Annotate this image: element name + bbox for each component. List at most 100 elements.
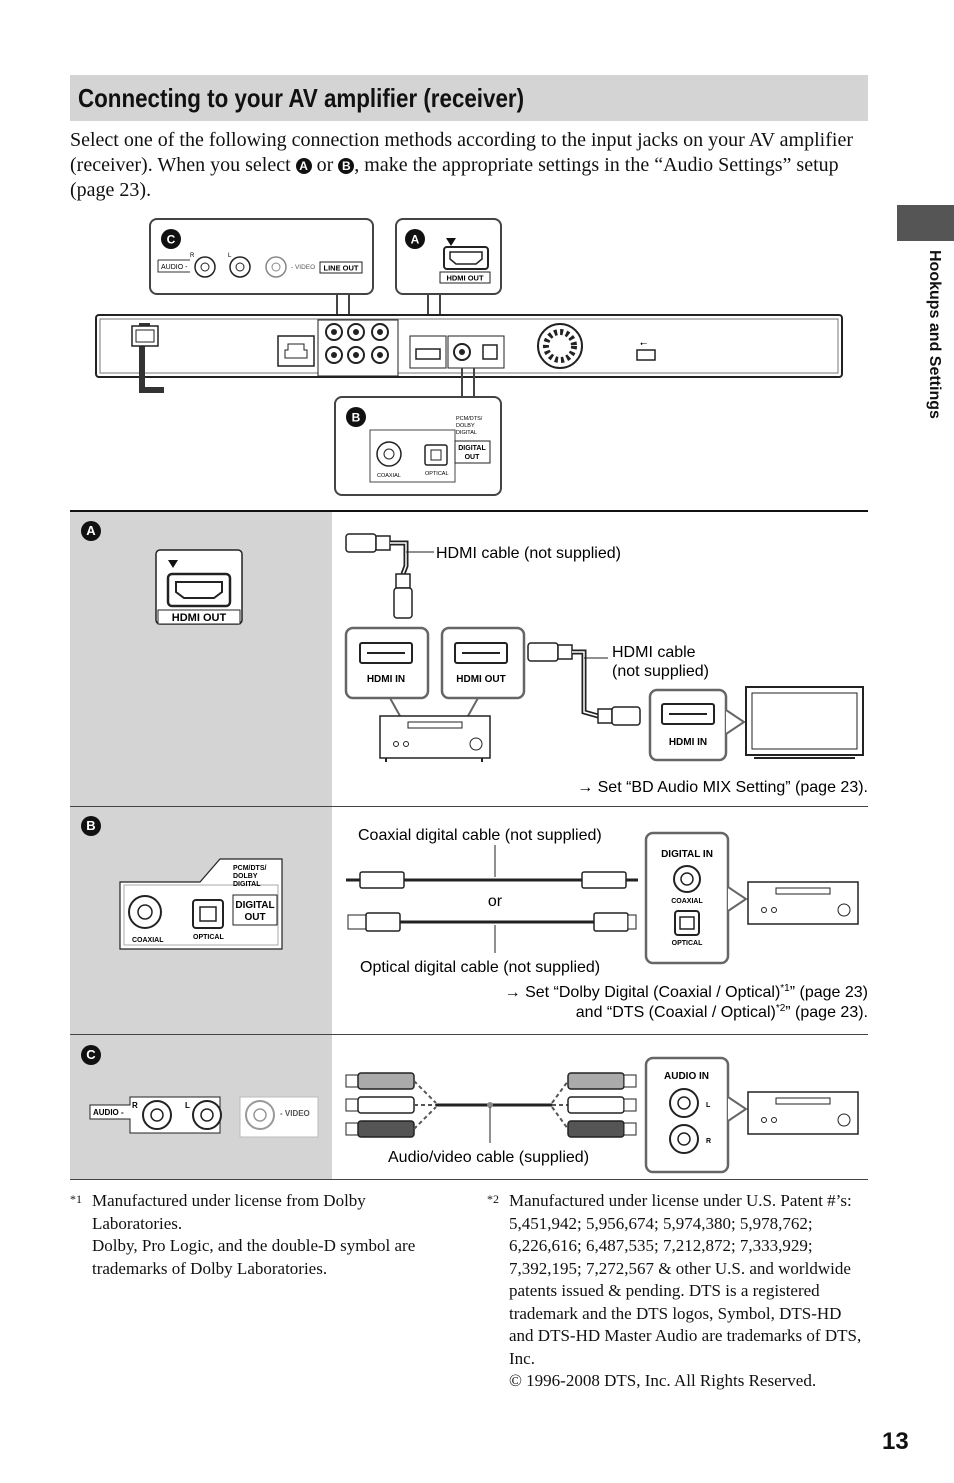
footnote-1-text: Manufactured under license from Dolby La… <box>92 1191 416 1278</box>
row-b-note-line2: and “DTS (Coaxial / Optical)*2” (page 23… <box>576 1003 868 1021</box>
rca-plug-white-right-icon <box>567 1096 625 1114</box>
callout-c-marker <box>161 229 181 249</box>
amp-coaxial-label: COAXIAL <box>671 898 703 905</box>
callout-c-box <box>149 218 374 295</box>
row-c-cable-label: Audio/video cable (supplied) <box>388 1149 589 1166</box>
hdmi-out-label-box <box>439 271 491 284</box>
page-title: Connecting to your AV amplifier (receive… <box>78 83 525 113</box>
row-a-cable2-line2: (not supplied) <box>612 663 709 680</box>
row-b-dolby: DOLBY <box>233 873 258 880</box>
amp-optical-label: OPTICAL <box>672 940 703 947</box>
row-a-marker: A <box>81 521 101 541</box>
row-b-digital: DIGITAL <box>233 881 261 888</box>
callout-b-digital: DIGITAL <box>456 430 477 436</box>
row-b-optical: OPTICAL <box>193 934 224 941</box>
callout-c-l: L <box>228 253 232 259</box>
amp-digital-in-label: DIGITAL IN <box>661 849 713 860</box>
row-a-cable1-label: HDMI cable (not supplied) <box>436 545 621 562</box>
title-bar: Connecting to your AV amplifier (receive… <box>70 75 868 121</box>
row-b-digital-out-1: DIGITAL <box>235 900 274 911</box>
amp-audio-l-label: L <box>706 1102 711 1109</box>
row-b-digital-out-2: OUT <box>244 912 265 923</box>
rca-plug-white-left-icon <box>357 1096 415 1114</box>
amp-audio-r-label: R <box>706 1138 711 1145</box>
callout-a-marker <box>405 229 425 249</box>
callout-b-optical: OPTICAL <box>425 471 449 477</box>
rca-plug-red-right-icon <box>567 1120 625 1138</box>
row-c-r: R <box>132 1101 138 1110</box>
footnote-2-mark: *2 <box>487 1192 499 1206</box>
callout-b-dolby: DOLBY <box>456 423 475 429</box>
row-b-divider <box>70 1034 868 1035</box>
row-b-digital-out-box <box>232 894 278 926</box>
row-a-hdmi-out-label: HDMI OUT <box>172 612 227 624</box>
intro-text-2: , make the appropriate settings in the “… <box>70 154 839 201</box>
callout-b-pcm: PCM/DTS/ <box>456 416 483 422</box>
row-b-marker: B <box>81 816 101 836</box>
coax-plug-left-icon <box>359 871 405 889</box>
line-out-label-box <box>319 261 363 274</box>
callout-a-arrow-icon <box>446 238 456 246</box>
hdmi-plug-tv-side-icon <box>611 706 641 726</box>
side-tab-marker <box>897 205 954 241</box>
callout-a-hdmi-out: HDMI OUT <box>446 274 483 283</box>
table-bottom-rule <box>70 1179 868 1180</box>
audio-label-frame <box>157 259 190 273</box>
callout-b-letter: B <box>352 411 361 425</box>
hdmi-plug-top-icon <box>345 533 377 553</box>
page-number: 13 <box>882 1428 909 1455</box>
hdmi-plug-amp-side-icon <box>527 642 559 662</box>
row-a-hdmi-socket-icon <box>166 572 232 608</box>
row-b-coaxial: COAXIAL <box>132 937 164 944</box>
amp-hdmi-in-label: HDMI IN <box>367 674 405 685</box>
callout-c-line-out: LINE OUT <box>324 264 359 273</box>
row-c-audio: AUDIO - <box>93 1108 124 1117</box>
intro-text-1: Select one of the following connection m… <box>70 129 853 176</box>
row-c-marker: C <box>81 1045 101 1065</box>
tv-hdmi-in-label: HDMI IN <box>669 737 707 748</box>
footnote-1-mark: *1 <box>70 1192 82 1206</box>
callout-c-letter: C <box>167 233 176 247</box>
callout-b-marker <box>346 407 366 427</box>
row-b-coax-cable-label: Coaxial digital cable (not supplied) <box>358 827 602 844</box>
row-b-or: or <box>488 893 503 910</box>
usb-port-icon <box>636 349 656 361</box>
row-b-pcm: PCM/DTS/ <box>233 865 267 872</box>
hdmi-cable-2 <box>572 649 599 719</box>
coax-plug-right-icon <box>581 871 627 889</box>
row-a-note: → Set “BD Audio MIX Setting” (page 23). <box>577 779 868 796</box>
row-a-divider <box>70 806 868 807</box>
footnote-2-text: Manufactured under license under U.S. Pa… <box>509 1191 862 1390</box>
row-c-diagram: AUDIO - R L - VIDEO Audio/video cable (s… <box>89 1056 859 1174</box>
side-tab-label: Hookups and Settings <box>926 250 943 419</box>
callout-b-digital-out-2: OUT <box>465 454 481 461</box>
optical-plug-left-icon <box>365 912 401 932</box>
row-b-optical-cable-label: Optical digital cable (not supplied) <box>360 959 600 976</box>
mark-b-icon: B <box>338 158 355 174</box>
av-receiver-icon <box>379 715 491 759</box>
callout-c-video: - VIDEO <box>291 264 315 271</box>
mark-a-icon: A <box>295 158 312 174</box>
callout-b-coaxial: COAXIAL <box>377 473 401 479</box>
amp-hdmi-out-label: HDMI OUT <box>456 674 505 685</box>
row-a-diagram: HDMI OUT HDMI cable (not supplied) HDMI … <box>155 533 868 796</box>
player-rear-diagram: C AUDIO - R L - VIDEO LINE OUT A HDMI OU… <box>95 218 843 496</box>
optical-jack-icon <box>424 444 448 466</box>
row-c-video: - VIDEO <box>280 1109 310 1118</box>
hdmi-cable-1 <box>390 540 409 575</box>
intro-paragraph: Select one of the following connection m… <box>70 128 870 203</box>
rca-plug-video-left-icon <box>357 1072 415 1090</box>
rca-plug-video-right-icon <box>567 1072 625 1090</box>
row-b-optical-jack-icon <box>192 899 224 929</box>
row-a-cable2-line1: HDMI cable <box>612 644 696 661</box>
callout-b-box <box>334 396 502 496</box>
row-c-l: L <box>185 1101 190 1110</box>
callout-c-audio: AUDIO - <box>161 264 188 271</box>
intro-or: or <box>311 154 339 176</box>
amp-audio-in-label: AUDIO IN <box>664 1071 709 1082</box>
table-top-rule <box>70 510 868 512</box>
callout-c-r: R <box>190 253 195 259</box>
callout-b-digital-out-1: DIGITAL <box>458 445 486 452</box>
amp-optical-jack-icon <box>674 910 700 936</box>
row-b-diagram: PCM/DTS/ DOLBY DIGITAL DIGITAL OUT COAXI… <box>119 827 868 1021</box>
